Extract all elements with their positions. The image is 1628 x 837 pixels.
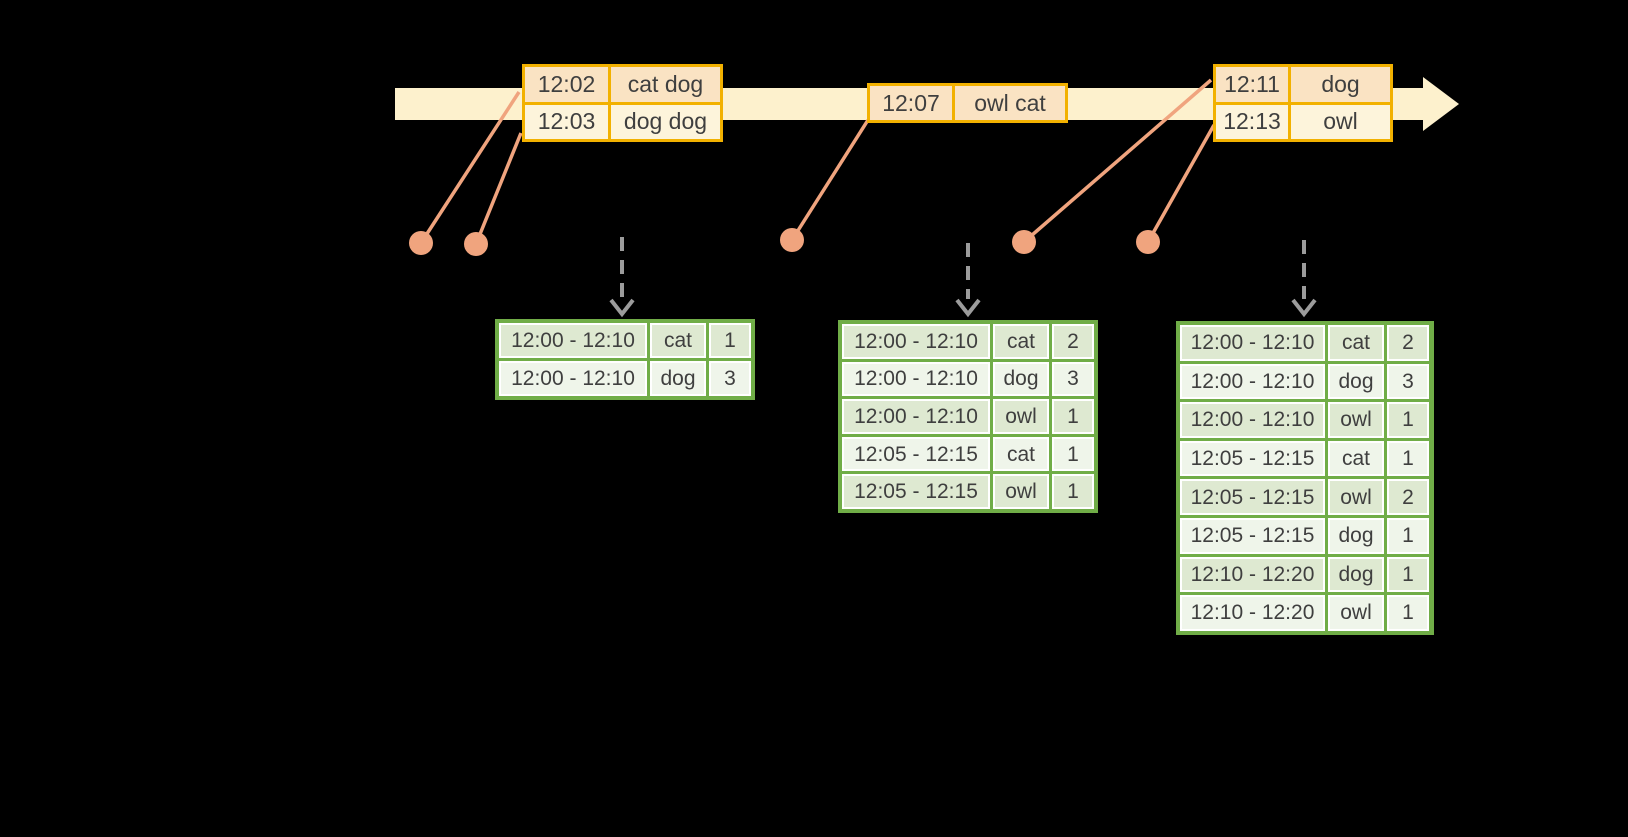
table-cell: cat [1328, 325, 1384, 361]
table-cell: 12:00 - 12:10 [499, 361, 647, 396]
event-marker-dots [409, 228, 1160, 256]
table-cell: owl [1291, 104, 1390, 139]
table-cell: cat [993, 324, 1049, 359]
table-cell: cat [993, 436, 1049, 472]
table-cell: owl cat [955, 86, 1065, 120]
table-cell: 1 [1387, 595, 1429, 631]
event-marker-dot [409, 231, 433, 255]
table-cell: 1 [1052, 399, 1094, 434]
table-cell: 12:02 [525, 67, 608, 102]
table-cell: 3 [1387, 363, 1429, 400]
connector-line [474, 132, 523, 245]
table-cell: dog [993, 361, 1049, 397]
table-cell: dog [650, 361, 706, 396]
table-cell: 12:03 [525, 104, 608, 139]
connector-line [790, 119, 870, 241]
trigger-arrows [609, 237, 1317, 318]
event-marker-dot [780, 228, 804, 252]
trigger-arrowhead-icon [1291, 298, 1317, 318]
trigger-arrowhead-icon [609, 298, 635, 318]
table-cell: owl [993, 399, 1049, 434]
table-cell: dog [1328, 363, 1384, 400]
table-cell: 12:00 - 12:10 [499, 323, 647, 358]
table-cell: 1 [1387, 517, 1429, 554]
connector-line [419, 91, 521, 244]
table-cell: 12:00 - 12:10 [842, 361, 990, 397]
trigger-arrowhead-icon [955, 298, 981, 318]
table-cell: 12:00 - 12:10 [842, 324, 990, 359]
table-cell: 12:05 - 12:15 [1180, 440, 1325, 477]
table-cell: dog [1328, 517, 1384, 554]
table-cell: owl [1328, 402, 1384, 438]
table-cell: 12:07 [870, 86, 952, 120]
event-connector-lines [419, 78, 1216, 245]
table-cell: 2 [1387, 479, 1429, 515]
table-cell: 3 [709, 361, 751, 396]
table-cell: cat [1328, 440, 1384, 477]
table-cell: 1 [1052, 436, 1094, 472]
table-cell: dog dog [611, 104, 720, 139]
event-marker-dot [1012, 230, 1036, 254]
connector-line [1146, 124, 1216, 243]
table-cell: dog [1328, 556, 1384, 593]
table-cell: dog [1291, 67, 1390, 102]
event-marker-dot [1136, 230, 1160, 254]
table-cell: owl [1328, 595, 1384, 631]
table-cell: 12:13 [1216, 104, 1288, 139]
connector-line [1022, 78, 1213, 244]
table-cell: cat dog [611, 67, 720, 102]
table-cell: 3 [1052, 361, 1094, 397]
table-cell: 1 [1387, 440, 1429, 477]
table-cell: owl [993, 474, 1049, 509]
table-cell: 2 [1052, 324, 1094, 359]
table-cell: 12:00 - 12:10 [1180, 325, 1325, 361]
table-cell: 12:10 - 12:20 [1180, 556, 1325, 593]
table-cell: 12:00 - 12:10 [842, 399, 990, 434]
table-cell: 12:05 - 12:15 [1180, 479, 1325, 515]
table-cell: 12:11 [1216, 67, 1288, 102]
table-cell: 1 [1387, 556, 1429, 593]
table-cell: 1 [1387, 402, 1429, 438]
table-cell: 12:10 - 12:20 [1180, 595, 1325, 631]
table-cell: 1 [1052, 474, 1094, 509]
table-cell: owl [1328, 479, 1384, 515]
table-cell: 12:00 - 12:10 [1180, 402, 1325, 438]
table-cell: 12:05 - 12:15 [842, 474, 990, 509]
table-cell: cat [650, 323, 706, 358]
table-cell: 12:00 - 12:10 [1180, 363, 1325, 400]
table-cell: 12:05 - 12:15 [1180, 517, 1325, 554]
table-cell: 12:05 - 12:15 [842, 436, 990, 472]
table-cell: 1 [709, 323, 751, 358]
event-marker-dot [464, 232, 488, 256]
timeline-arrowhead-icon [1423, 77, 1459, 131]
table-cell: 2 [1387, 325, 1429, 361]
